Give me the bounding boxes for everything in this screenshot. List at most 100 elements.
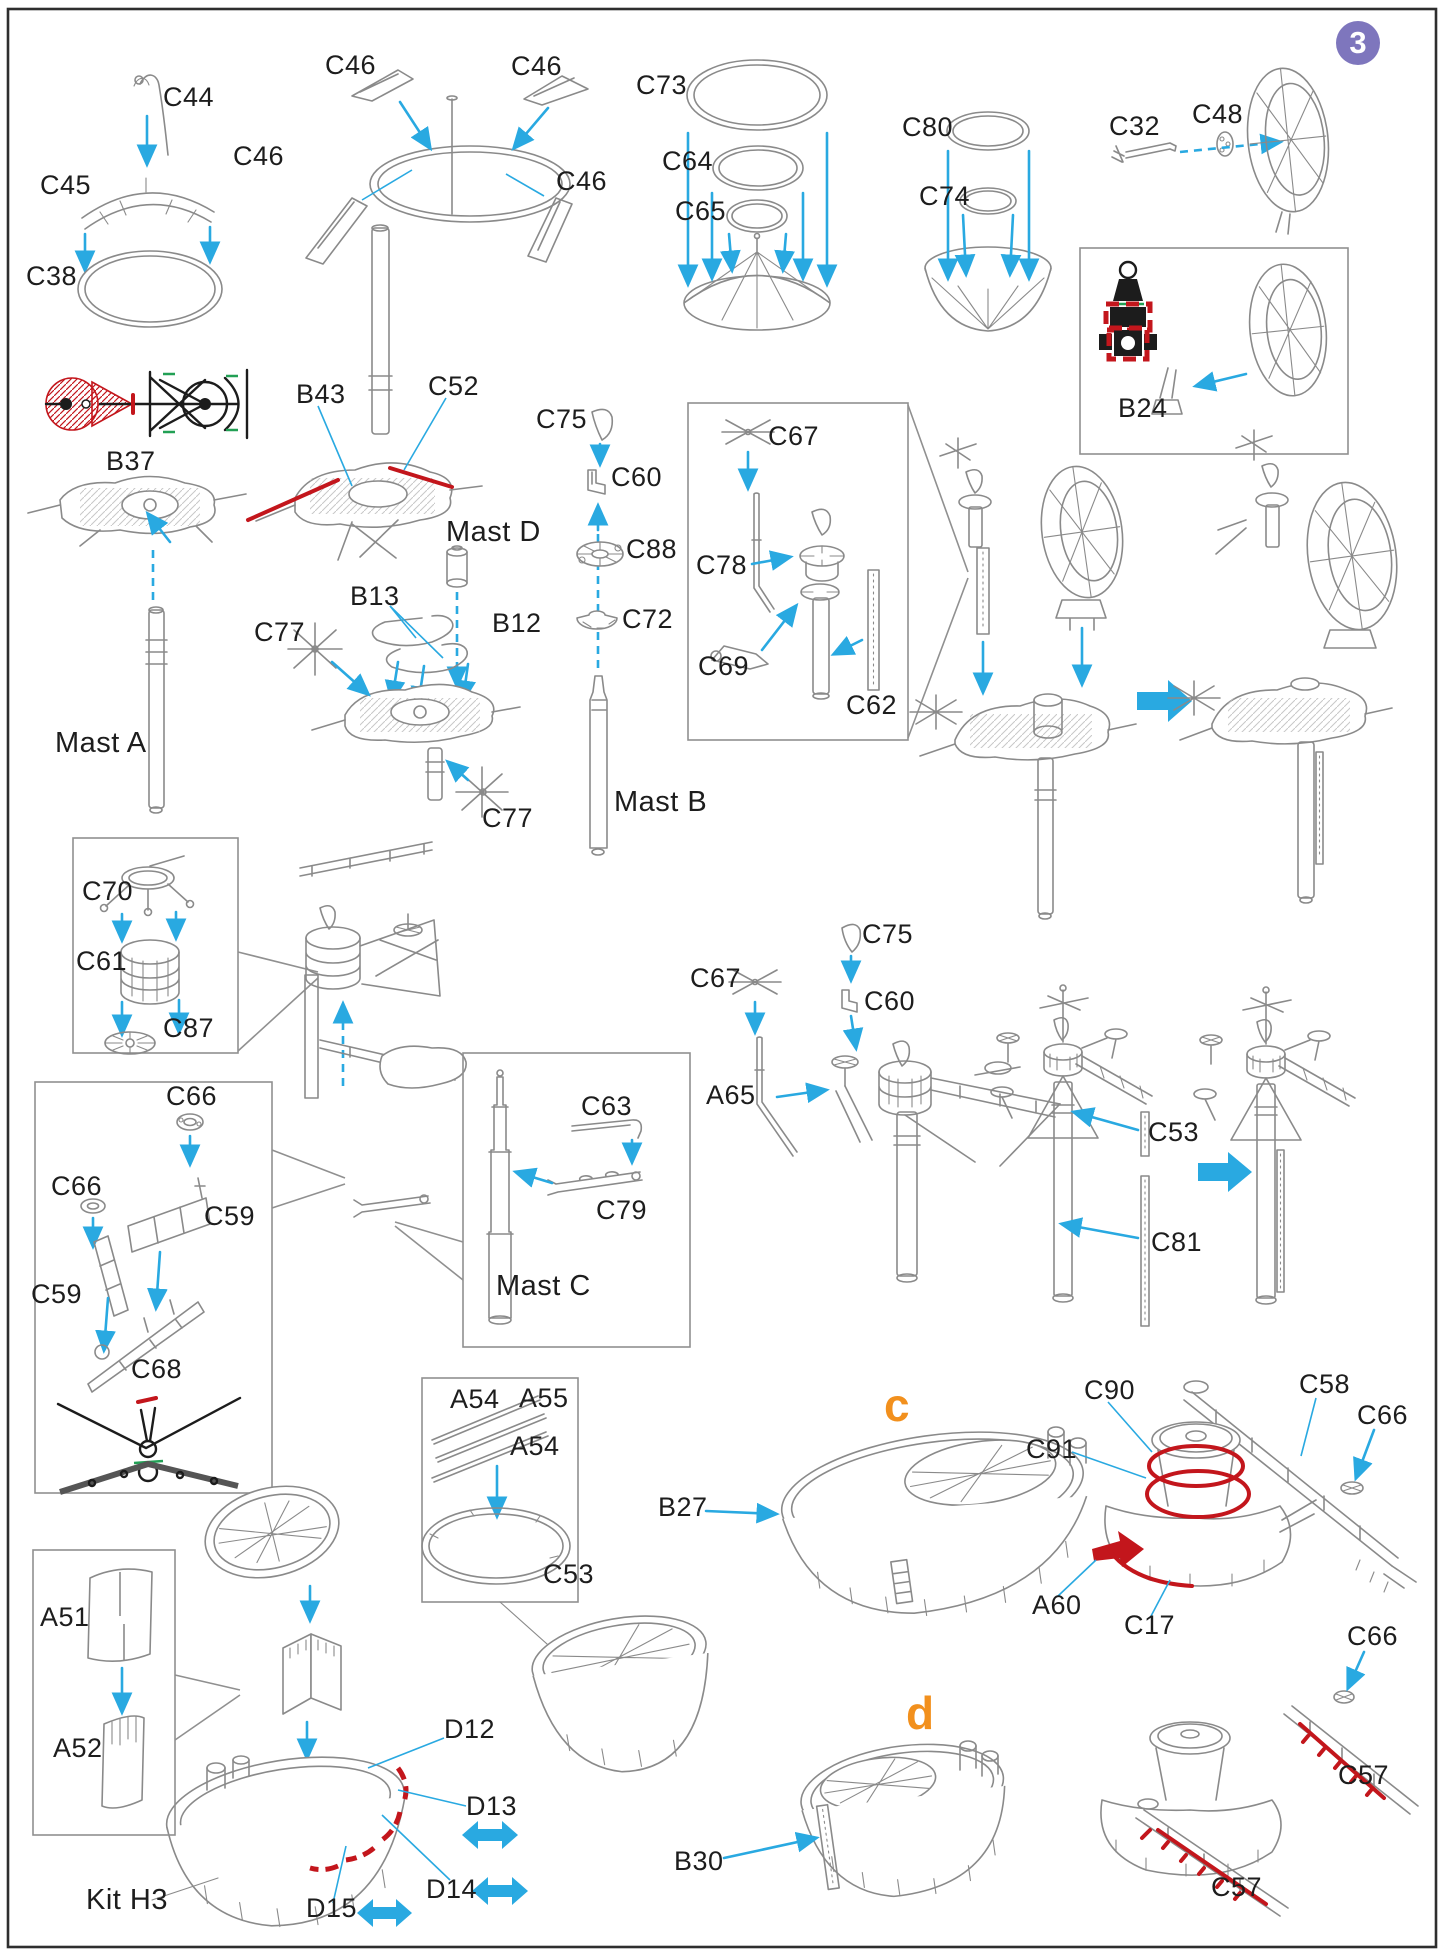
label-c81: C81 bbox=[1151, 1227, 1203, 1257]
label-a51: A51 bbox=[40, 1602, 90, 1632]
label-b27: B27 bbox=[658, 1492, 708, 1522]
label-d15: D15 bbox=[306, 1893, 358, 1923]
art-b43-platform-group bbox=[246, 224, 483, 561]
label-d13: D13 bbox=[466, 1791, 518, 1821]
label-c67-a65: C67 bbox=[690, 963, 742, 993]
label-c74: C74 bbox=[919, 181, 971, 211]
label-c91: C91 bbox=[1026, 1434, 1078, 1464]
label-c69: C69 bbox=[698, 651, 750, 681]
label-a54-left: A54 bbox=[450, 1384, 500, 1414]
label-c78: C78 bbox=[696, 550, 748, 580]
label-a55: A55 bbox=[519, 1383, 569, 1413]
label-c46-top-left: C46 bbox=[325, 50, 377, 80]
label-c66-d: C66 bbox=[1347, 1621, 1399, 1651]
label-c32: C32 bbox=[1109, 111, 1161, 141]
label-a60: A60 bbox=[1032, 1590, 1082, 1620]
label-c77-upper: C77 bbox=[254, 617, 306, 647]
label-c58: C58 bbox=[1299, 1369, 1351, 1399]
art-centre-funnel bbox=[531, 1615, 709, 1773]
label-c77-lower: C77 bbox=[482, 803, 534, 833]
art-c53-c81-group bbox=[990, 984, 1356, 1327]
label-c63: C63 bbox=[581, 1091, 633, 1121]
art-mast-d-group bbox=[287, 545, 521, 818]
label-b24: B24 bbox=[1118, 393, 1168, 423]
section-d-marker: d bbox=[906, 1687, 935, 1739]
label-c38: C38 bbox=[26, 261, 78, 291]
art-section-d-c57-platform bbox=[1100, 1650, 1419, 1917]
label-d14: D14 bbox=[426, 1874, 478, 1904]
label-b13: B13 bbox=[350, 581, 400, 611]
label-mast-c: Mast C bbox=[496, 1270, 591, 1302]
art-funnel-h3-group bbox=[32, 1485, 528, 1928]
label-a65: A65 bbox=[706, 1080, 756, 1110]
art-dome-group bbox=[677, 59, 838, 331]
label-c80: C80 bbox=[902, 112, 954, 142]
label-c88: C88 bbox=[626, 534, 678, 564]
label-c52: C52 bbox=[428, 371, 480, 401]
art-davit-group bbox=[74, 74, 223, 328]
label-c66-rail: C66 bbox=[1357, 1400, 1409, 1430]
label-c68: C68 bbox=[131, 1354, 183, 1384]
art-c66-detail-box bbox=[34, 1081, 346, 1495]
art-c46-ring-group bbox=[305, 69, 589, 265]
art-a65-group bbox=[728, 923, 1061, 1283]
page-border bbox=[6, 7, 1438, 1949]
label-c57-upper: C57 bbox=[1338, 1760, 1390, 1790]
art-mast-b-column bbox=[576, 408, 624, 856]
art-dish-axle-group bbox=[1111, 67, 1330, 235]
label-a52: A52 bbox=[53, 1733, 103, 1763]
label-kit-h3: Kit H3 bbox=[86, 1884, 168, 1916]
label-c60-mastb: C60 bbox=[611, 462, 663, 492]
label-c53-box: C53 bbox=[543, 1559, 595, 1589]
art-mast-c-box bbox=[394, 1052, 691, 1348]
section-c-marker: c bbox=[884, 1379, 911, 1431]
label-b43: B43 bbox=[296, 379, 346, 409]
label-c67-box: C67 bbox=[768, 421, 820, 451]
label-c66-box-lower: C66 bbox=[51, 1171, 103, 1201]
label-c61: C61 bbox=[76, 946, 128, 976]
label-mast-b: Mast B bbox=[614, 786, 708, 818]
label-c64: C64 bbox=[662, 146, 714, 176]
label-b12: B12 bbox=[492, 608, 542, 638]
art-b24-box bbox=[1079, 247, 1349, 455]
label-c57-lower: C57 bbox=[1211, 1872, 1263, 1902]
label-c79: C79 bbox=[596, 1195, 648, 1225]
label-mast-a: Mast A bbox=[55, 727, 147, 759]
label-c46-top-right: C46 bbox=[511, 51, 563, 81]
art-a54-box bbox=[421, 1377, 579, 1653]
art-mast-a-group bbox=[27, 368, 249, 814]
label-c90: C90 bbox=[1084, 1375, 1136, 1405]
label-c45: C45 bbox=[40, 170, 92, 200]
label-b30: B30 bbox=[674, 1846, 724, 1876]
label-c66-box-upper: C66 bbox=[166, 1081, 218, 1111]
label-c70: C70 bbox=[82, 876, 134, 906]
label-c48: C48 bbox=[1192, 99, 1244, 129]
label-c87: C87 bbox=[163, 1013, 215, 1043]
label-c46-bottom-left: C46 bbox=[233, 141, 285, 171]
label-c17: C17 bbox=[1124, 1610, 1176, 1640]
label-c59-lower: C59 bbox=[31, 1279, 83, 1309]
label-c75-a65: C75 bbox=[862, 919, 914, 949]
label-c60-a65: C60 bbox=[864, 986, 916, 1016]
label-c65: C65 bbox=[675, 196, 727, 226]
label-c44: C44 bbox=[163, 82, 215, 112]
art-section-c-b27 bbox=[704, 1426, 1088, 1617]
label-c46-bottom-right: C46 bbox=[556, 166, 608, 196]
label-c72: C72 bbox=[622, 604, 674, 634]
art-section-d-b30 bbox=[722, 1740, 1006, 1898]
art-bowl-group bbox=[924, 111, 1052, 332]
label-a54-lower: A54 bbox=[510, 1431, 560, 1461]
art-section-c-c90-platform bbox=[1057, 1380, 1417, 1619]
label-c75-mastb: C75 bbox=[536, 404, 588, 434]
art-centre-mast-assembly bbox=[299, 841, 467, 1218]
art-c67-detail-box bbox=[687, 402, 969, 741]
label-mast-d: Mast D bbox=[446, 516, 541, 548]
label-c59-upper: C59 bbox=[204, 1201, 256, 1231]
label-b37: B37 bbox=[106, 446, 156, 476]
page-number-badge: 3 bbox=[1336, 21, 1380, 65]
label-d12: D12 bbox=[444, 1714, 496, 1744]
label-c73: C73 bbox=[636, 70, 688, 100]
label-c53-right: C53 bbox=[1148, 1117, 1200, 1147]
